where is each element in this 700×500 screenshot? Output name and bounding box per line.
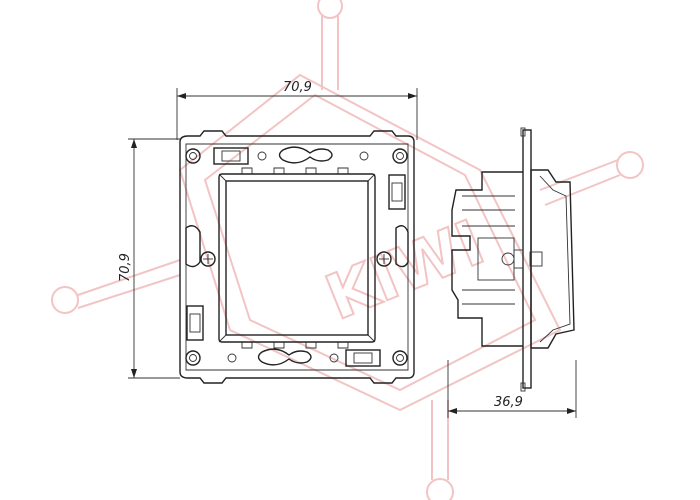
side-view [451,127,575,392]
side-depth-dimension: 36,9 [447,360,577,418]
front-height-dimension: 70,9 [118,138,180,379]
watermark-text: KIWI [316,206,494,335]
front-height-label: 70,9 [118,253,133,282]
front-view [179,130,415,384]
corner-holes [185,148,408,366]
mounting-slots [185,146,409,366]
front-width-label: 70,9 [283,80,312,95]
terminal-clamps [186,147,406,367]
switch-key [218,173,376,343]
side-depth-label: 36,9 [494,395,523,410]
fixing-screws [200,251,392,267]
watermark: KIWI [51,0,644,500]
front-width-dimension: 70,9 [176,80,418,140]
